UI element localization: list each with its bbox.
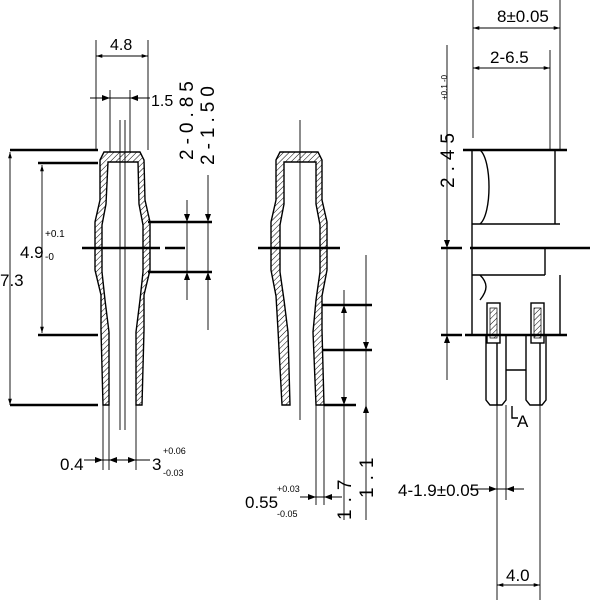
dim-1-9-arrow-l xyxy=(489,486,497,492)
dim-3-label: 3 xyxy=(152,455,161,474)
middle-view: 1.7 1.1 0.55 +0.03 -0.05 xyxy=(245,120,378,520)
dim-1-1-arrow-b xyxy=(363,405,369,413)
pin-right-leg xyxy=(525,335,547,406)
dim-4-9-minus: -0 xyxy=(45,252,54,263)
dim-8-label: 8±0.05 xyxy=(497,7,549,26)
dim-1-50-arrow-a xyxy=(205,214,211,222)
pin-left-body xyxy=(486,302,501,344)
dim-7-3-label: 7.3 xyxy=(0,271,24,290)
dim-2-45-tol: +0.1 -0 xyxy=(440,74,449,100)
pin-left-hatch xyxy=(489,307,498,339)
dim-1-7-arrow-a xyxy=(341,305,347,313)
dim-4-8-label: 4.8 xyxy=(110,37,132,54)
dim-1-7-label: 1.7 xyxy=(335,473,356,520)
pin-right-body xyxy=(530,302,545,344)
pin-left-leg xyxy=(485,335,507,406)
dim-2-0-85-label: 2-0.85 xyxy=(177,76,198,160)
dim-0-4-arrow xyxy=(95,457,103,463)
dim-3-arrow-r xyxy=(128,457,136,463)
dim-1-5-label: 1.5 xyxy=(151,93,173,110)
dim-2-45-label: 2.45 xyxy=(438,127,459,188)
dim-1-9-arrow-r xyxy=(506,486,514,492)
dim-2-45-arrow-b xyxy=(444,335,450,343)
dim-1-50-arrow-b xyxy=(205,272,211,280)
dim-4-0-label: 4.0 xyxy=(506,566,530,585)
dim-2-45-arrow-a xyxy=(444,240,450,248)
right-body-curve-2 xyxy=(479,274,487,301)
right-view: 8±0.05 2-6.5 2.45 +0.1 -0 xyxy=(398,0,590,600)
dim-0-4-label: 0.4 xyxy=(60,455,84,474)
pin-right-hatch xyxy=(533,307,542,339)
dim-0-55-label: 0.55 xyxy=(245,493,278,512)
dim-4-9-plus: +0.1 xyxy=(45,229,65,240)
dim-0-55-arrow-l xyxy=(308,494,316,500)
dim-1-5-arrow-r xyxy=(130,95,138,101)
view-a-leader xyxy=(511,406,518,419)
dim-0-55-minus: -0.05 xyxy=(277,509,298,519)
mid-part-hatch xyxy=(271,152,327,405)
dim-0-55-plus: +0.03 xyxy=(277,484,300,494)
dim-0-85-arrow-a xyxy=(184,214,190,222)
dim-6-5-label: 2-6.5 xyxy=(490,48,529,67)
left-view: 7.3 4.9 +0.1 -0 4.8 1.5 2-0.85 2-1.50 xyxy=(0,37,219,478)
dim-1-5-arrow-l xyxy=(102,95,110,101)
dim-4-9-label: 4.9 xyxy=(20,243,44,262)
dim-2-1-50-label: 2-1.50 xyxy=(198,81,219,165)
right-body-curve xyxy=(479,149,490,225)
view-a-label: A xyxy=(517,412,529,431)
dim-3-minus: -0.03 xyxy=(163,468,184,478)
left-part-hatch xyxy=(95,152,150,405)
right-pins xyxy=(485,302,547,406)
dim-0-85-arrow-b xyxy=(184,272,190,280)
dim-3-plus: +0.06 xyxy=(163,446,186,456)
dim-1-9-label: 4-1.9±0.05 xyxy=(398,481,479,500)
dim-1-7-arrow-b xyxy=(341,397,347,405)
dim-0-55-arrow-r xyxy=(324,494,332,500)
dim-1-1-arrow-a xyxy=(363,342,369,350)
dim-1-1-label: 1.1 xyxy=(357,451,378,498)
dim-3-arrow-l xyxy=(109,457,117,463)
